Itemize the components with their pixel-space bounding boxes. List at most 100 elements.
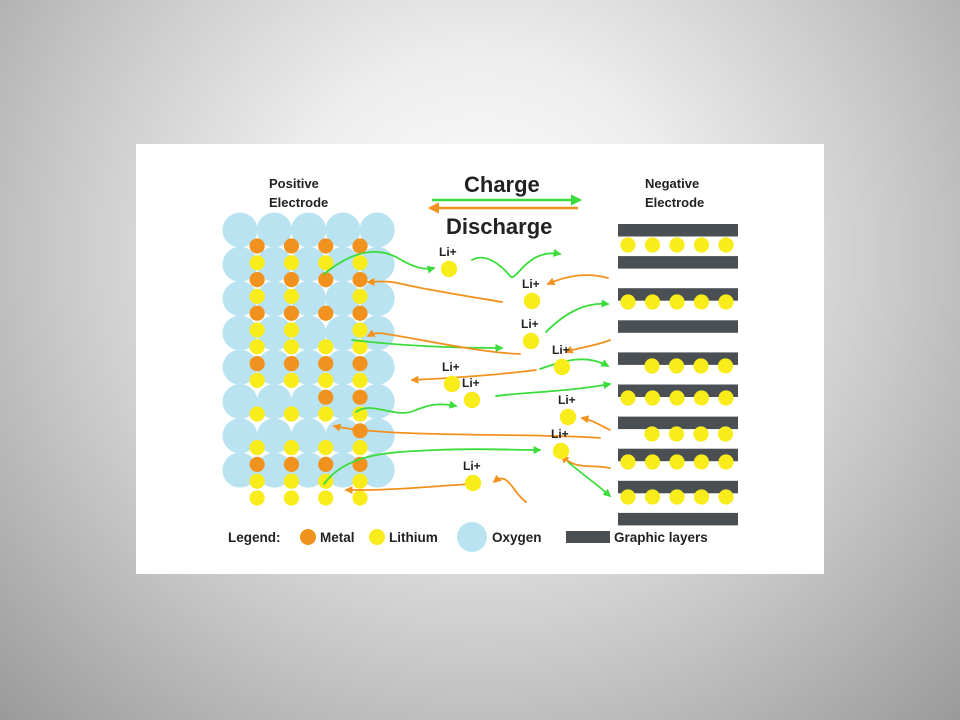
- intercalated-lithium: [620, 294, 636, 310]
- intercalated-lithium: [718, 454, 734, 470]
- metal-atom: [352, 389, 368, 405]
- intercalated-lithium: [718, 294, 734, 310]
- lithium-atom: [249, 406, 265, 422]
- lithium-ion-label: Li+: [552, 343, 570, 357]
- lithium-atom: [283, 490, 300, 506]
- graphite-layer: [618, 480, 738, 494]
- lithium-atom: [283, 339, 300, 355]
- intercalated-lithium: [718, 489, 734, 505]
- discharge-arrow: [410, 369, 537, 384]
- intercalated-lithium: [693, 390, 710, 406]
- discharge-arrow: [492, 474, 527, 503]
- intercalated-lithium: [717, 426, 734, 442]
- oxygen-atom: [222, 418, 258, 454]
- discharge-arrow: [366, 277, 503, 303]
- metal-atom: [352, 356, 368, 372]
- lithium-ion: [463, 391, 481, 409]
- discharge-arrow: [546, 274, 609, 286]
- oxygen-atom: [291, 349, 327, 385]
- charge-label: Charge: [464, 172, 540, 197]
- oxygen-atom: [359, 212, 395, 248]
- legend-lithium-label: Lithium: [389, 530, 438, 545]
- oxygen-atom: [256, 246, 292, 282]
- metal-atom: [318, 389, 334, 405]
- intercalated-lithium: [669, 294, 685, 310]
- oxygen-atom: [256, 315, 292, 351]
- intercalated-lithium: [669, 454, 685, 470]
- oxygen-atom: [359, 452, 395, 488]
- oxygen-atom: [291, 315, 327, 351]
- metal-atom: [318, 272, 334, 288]
- charge-arrow: [495, 381, 612, 397]
- intercalated-lithium: [669, 237, 685, 253]
- oxygen-atom: [291, 384, 327, 419]
- charge-arrow: [539, 358, 610, 370]
- lithium-ion-label: Li+: [439, 245, 457, 259]
- lithium-ion-label: Li+: [551, 427, 569, 441]
- legend: Legend: Metal Lithium Oxygen Graphic lay…: [228, 522, 708, 552]
- intercalated-lithium: [620, 454, 636, 470]
- legend-oxygen-label: Oxygen: [492, 530, 542, 545]
- charge-arrow: [323, 445, 542, 485]
- lithium-ion-label: Li+: [442, 360, 460, 374]
- intercalated-lithium: [644, 390, 661, 406]
- lithium-ion-label: Li+: [558, 393, 576, 407]
- oxygen-atom: [222, 452, 258, 488]
- legend-metal-swatch: [300, 529, 316, 545]
- oxygen-atom: [256, 212, 292, 248]
- lithium-atom: [283, 473, 300, 489]
- lithium-atom: [352, 473, 368, 489]
- lithium-atom: [249, 372, 265, 388]
- charge-arrow: [545, 299, 610, 333]
- intercalated-lithium: [718, 237, 734, 253]
- negative-electrode-stack: [618, 224, 738, 526]
- oxygen-atom: [291, 246, 327, 282]
- metal-atom: [283, 456, 300, 472]
- lithium-atom: [318, 372, 334, 388]
- lithium-atom: [249, 288, 265, 304]
- oxygen-atom: [222, 315, 258, 351]
- intercalated-lithium: [693, 489, 710, 505]
- intercalated-lithium: [620, 237, 636, 253]
- metal-atom: [249, 238, 265, 254]
- legend-title: Legend:: [228, 530, 281, 545]
- lithium-atom: [352, 372, 368, 388]
- intercalated-lithium: [668, 426, 685, 442]
- legend-oxygen-swatch: [457, 522, 487, 552]
- charge-arrow: [567, 461, 612, 498]
- lithium-atom: [352, 440, 368, 456]
- positive-electrode-label-line2: Electrode: [269, 195, 328, 210]
- oxygen-atom: [325, 212, 361, 248]
- lithium-ion: [553, 358, 571, 376]
- intercalated-lithium: [693, 294, 710, 310]
- intercalated-lithium: [644, 426, 660, 442]
- positive-electrode-lattice: [222, 212, 395, 506]
- oxygen-atom: [222, 384, 258, 419]
- charge-arrow: [471, 248, 562, 279]
- oxygen-atom: [256, 384, 292, 419]
- lithium-atom: [249, 322, 265, 338]
- lithium-atom: [283, 372, 300, 388]
- lithium-atom: [318, 440, 334, 456]
- discharge-arrow: [344, 483, 473, 495]
- metal-atom: [249, 456, 265, 472]
- metal-atom: [283, 356, 300, 372]
- graphite-layer: [618, 512, 738, 526]
- lithium-atom: [352, 490, 368, 506]
- lithium-atom: [283, 288, 300, 304]
- legend-graphite-swatch: [566, 531, 610, 543]
- lithium-atom: [283, 322, 300, 338]
- intercalated-lithium: [717, 358, 734, 374]
- discharge-arrow: [332, 423, 601, 439]
- negative-electrode-label-line1: Negative: [645, 176, 699, 191]
- intercalated-lithium: [669, 489, 685, 505]
- graphite-layer: [618, 320, 738, 333]
- metal-atom: [318, 305, 334, 321]
- lithium-atom: [318, 406, 334, 422]
- lithium-atom: [249, 440, 265, 456]
- oxygen-atom: [325, 384, 361, 419]
- oxygen-atom: [291, 418, 327, 454]
- legend-graphite-label: Graphic layers: [614, 530, 708, 545]
- lithium-atom: [352, 339, 368, 355]
- charge-arrow: [323, 251, 436, 275]
